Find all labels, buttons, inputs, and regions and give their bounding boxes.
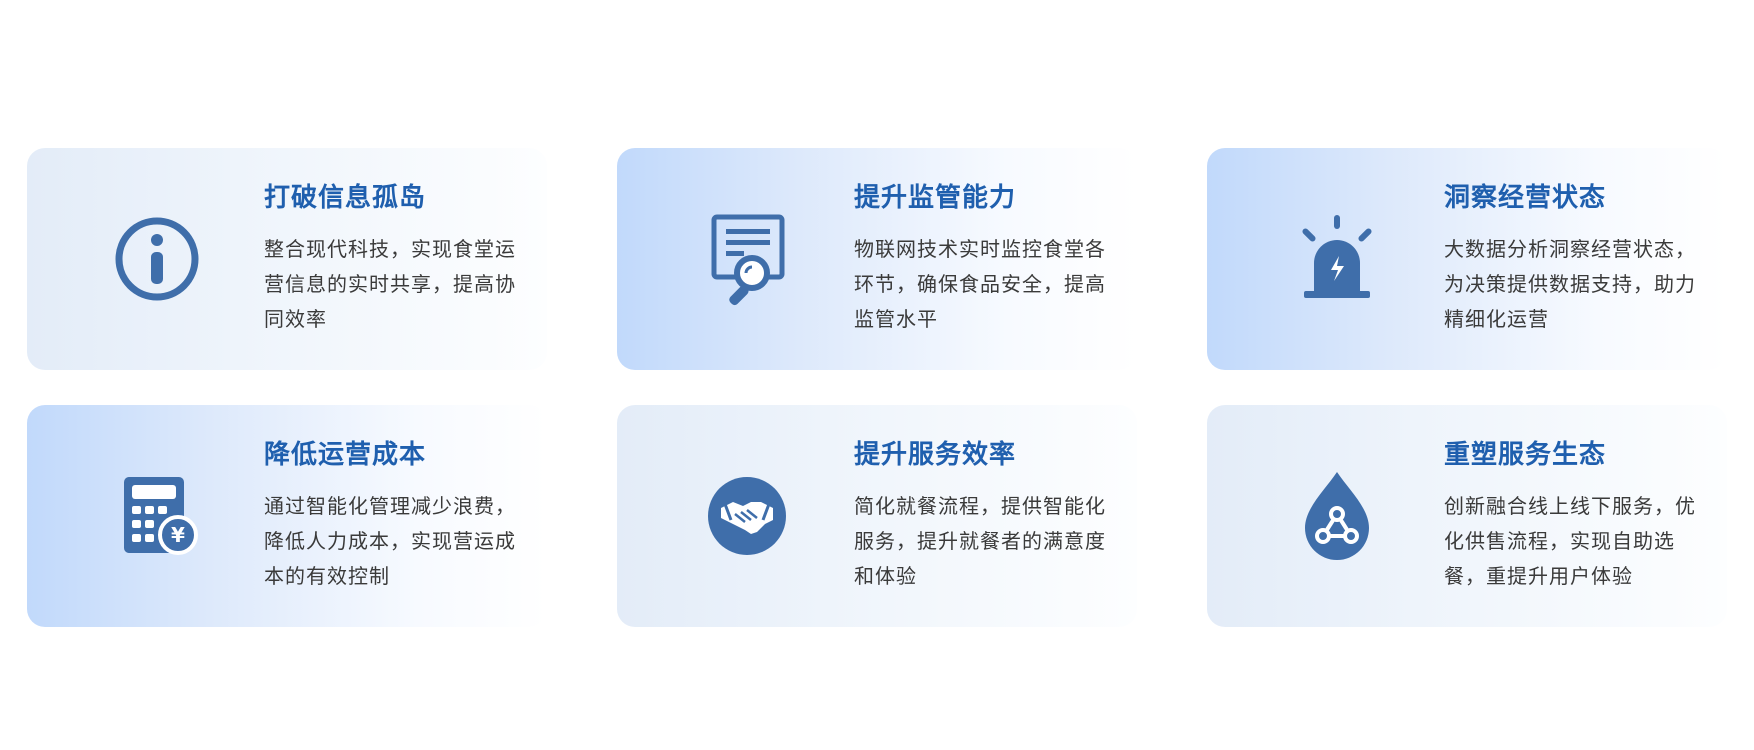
feature-card-reduce-cost: ¥ 降低运营成本 通过智能化管理减少浪费，降低人力成本，实现营运成本的有效控制 xyxy=(27,405,547,627)
card-description: 简化就餐流程，提供智能化服务，提升就餐者的满意度和体验 xyxy=(854,494,1106,588)
card-title: 提升监管能力 xyxy=(854,183,1017,213)
card-title: 打破信息孤岛 xyxy=(264,183,427,213)
card-description: 物联网技术实时监控食堂各环节，确保食品安全，提高监管水平 xyxy=(854,237,1106,331)
card-description: 创新融合线上线下服务，优化供售流程，实现自助选餐，重提升用户体验 xyxy=(1444,494,1696,588)
network-drop-icon xyxy=(1277,456,1397,576)
card-description: 大数据分析洞察经营状态，为决策提供数据支持，助力精细化运营 xyxy=(1444,237,1696,331)
feature-card-supervision: 提升监管能力 物联网技术实时监控食堂各环节，确保食品安全，提高监管水平 xyxy=(617,148,1137,370)
card-title: 洞察经营状态 xyxy=(1444,183,1607,213)
feature-card-reshape-ecology: 重塑服务生态 创新融合线上线下服务，优化供售流程，实现自助选餐，重提升用户体验 xyxy=(1207,405,1727,627)
feature-card-insight: 洞察经营状态 大数据分析洞察经营状态，为决策提供数据支持，助力精细化运营 xyxy=(1207,148,1727,370)
handshake-icon xyxy=(687,456,807,576)
report-search-icon xyxy=(687,199,807,319)
alarm-light-icon xyxy=(1277,199,1397,319)
card-title: 重塑服务生态 xyxy=(1444,440,1607,470)
calculator-yen-icon: ¥ xyxy=(97,456,217,576)
card-description: 整合现代科技，实现食堂运营信息的实时共享，提高协同效率 xyxy=(264,237,516,331)
card-title: 提升服务效率 xyxy=(854,440,1017,470)
feature-card-break-silos: 打破信息孤岛 整合现代科技，实现食堂运营信息的实时共享，提高协同效率 xyxy=(27,148,547,370)
card-title: 降低运营成本 xyxy=(264,440,427,470)
feature-grid: 打破信息孤岛 整合现代科技，实现食堂运营信息的实时共享，提高协同效率 提升监管能… xyxy=(27,148,1727,628)
svg-text:¥: ¥ xyxy=(171,523,185,547)
feature-card-service-efficiency: 提升服务效率 简化就餐流程，提供智能化服务，提升就餐者的满意度和体验 xyxy=(617,405,1137,627)
card-description: 通过智能化管理减少浪费，降低人力成本，实现营运成本的有效控制 xyxy=(264,494,516,588)
info-icon xyxy=(97,199,217,319)
